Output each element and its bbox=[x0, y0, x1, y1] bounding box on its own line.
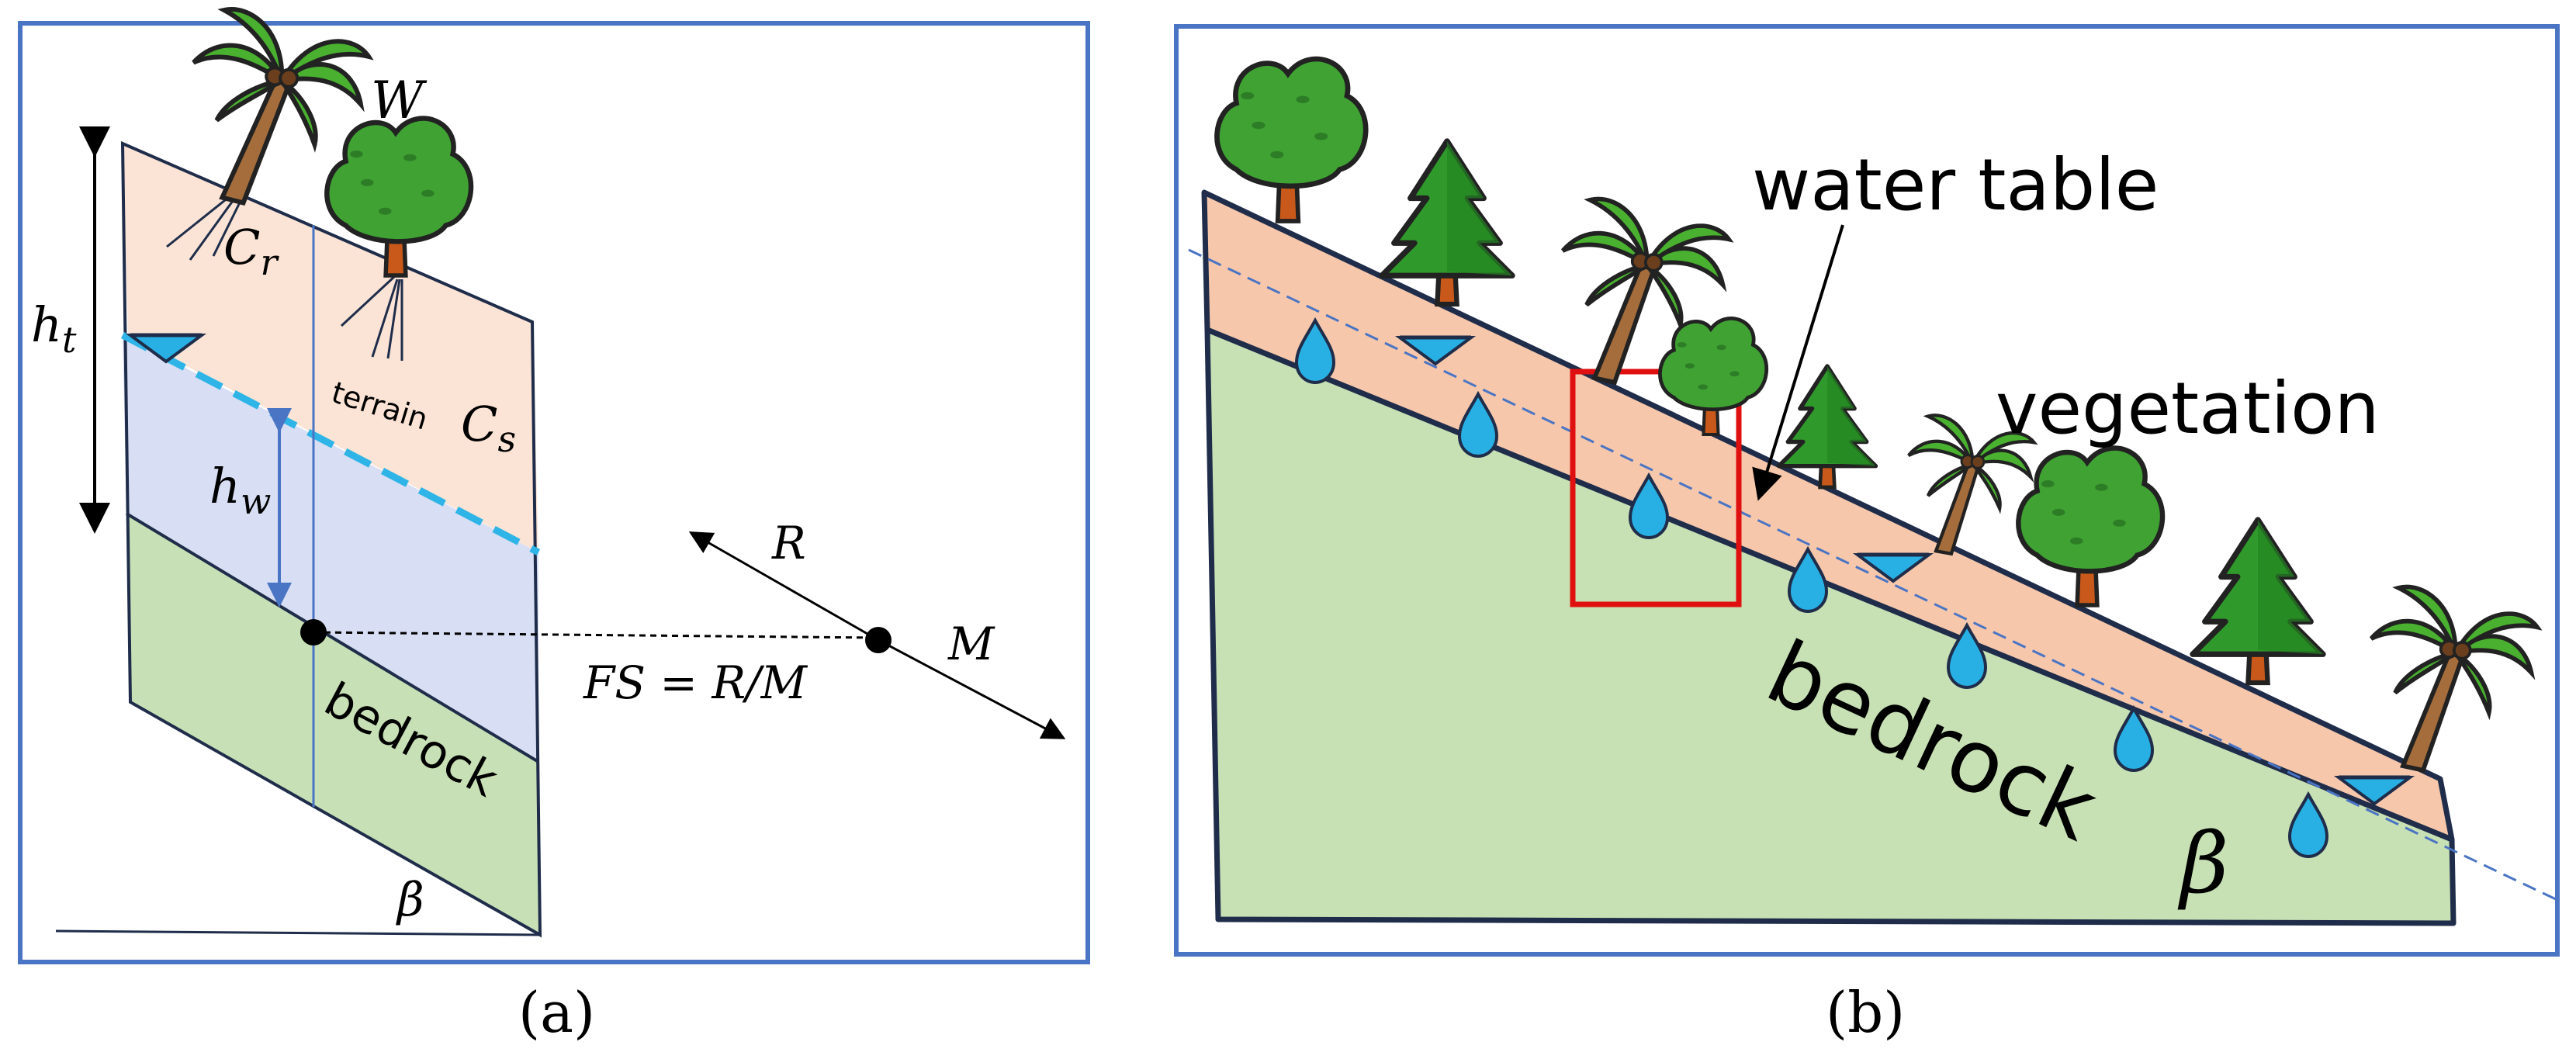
label-Cs: Cs bbox=[461, 396, 516, 460]
bedrock-layer bbox=[126, 514, 540, 935]
highlight-box bbox=[1570, 369, 1742, 607]
label-R: R bbox=[771, 517, 806, 569]
label-ht: ht bbox=[31, 296, 77, 361]
soil-band bbox=[1201, 189, 2455, 843]
panel-a: W Cr Cs terrain ht hw bedrock β R M FS =… bbox=[18, 2, 1090, 1045]
fs-connector bbox=[313, 631, 879, 639]
label-W: W bbox=[371, 71, 428, 130]
label-beta-b: β bbox=[2177, 815, 2228, 912]
bedrock-interface bbox=[125, 512, 540, 763]
label-vegetation: vegetation bbox=[1996, 367, 2380, 450]
water-table-line bbox=[120, 332, 541, 555]
panel-b: water table vegetation bedrock β (b) bbox=[1174, 24, 2560, 1045]
water-table-line-b bbox=[1188, 248, 2558, 902]
ground-line bbox=[55, 929, 541, 936]
soil-layer bbox=[123, 144, 538, 552]
roots-palm bbox=[166, 192, 244, 261]
caption-b: (b) bbox=[1826, 980, 1905, 1045]
caption-a: (a) bbox=[518, 980, 595, 1045]
label-Cr: Cr bbox=[223, 219, 279, 283]
label-water-table: water table bbox=[1752, 144, 2159, 227]
label-FS: FS = R/M bbox=[583, 656, 808, 709]
label-M: M bbox=[947, 618, 995, 670]
saturated-zone bbox=[123, 335, 538, 762]
label-hw: hw bbox=[209, 458, 271, 522]
water-table-pointer bbox=[1752, 224, 1844, 501]
label-beta-a: β bbox=[396, 873, 424, 927]
r-arrow bbox=[688, 531, 879, 642]
m-arrow bbox=[878, 639, 1066, 739]
roots-bush bbox=[340, 274, 403, 361]
